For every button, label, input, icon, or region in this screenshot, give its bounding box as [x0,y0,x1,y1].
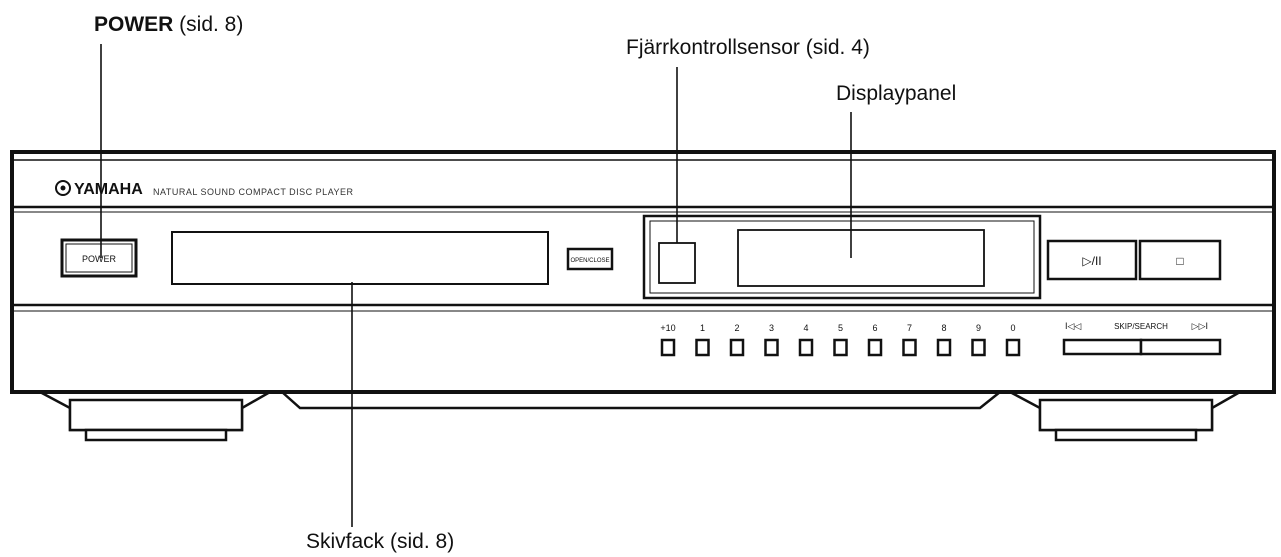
number-key-label: 3 [769,323,774,333]
power-button[interactable]: POWER [60,238,138,278]
skip-forward-button[interactable] [1139,338,1222,356]
callout-leader-lines [100,44,852,527]
number-key-label: 1 [700,323,705,333]
number-key-label: 6 [872,323,877,333]
number-key-label: 2 [734,323,739,333]
left-foot [39,390,271,442]
power-callout-ref: (sid. 8) [173,13,244,36]
right-foot [1009,390,1241,442]
number-key-button[interactable] [729,338,745,357]
number-key-button[interactable] [936,338,952,357]
number-key-button[interactable] [798,338,814,357]
remote-sensor-callout: Fjärrkontrollsensor (sid. 4) [626,36,870,59]
yamaha-logo-emblem [55,180,71,196]
open-close-button[interactable]: OPEN/CLOSE [566,247,614,271]
number-key-group: +10 1 2 3 4 5 6 7 8 9 0 [660,323,1021,357]
power-callout: POWER (sid. 8) [94,14,243,35]
number-key-label: 4 [803,323,808,333]
number-key-button[interactable] [971,338,986,357]
number-key-label: 0 [1010,323,1015,333]
disc-tray-callout: Skivfack (sid. 8) [306,530,455,553]
power-button-label: POWER [82,254,117,264]
number-key-label: 8 [941,323,946,333]
number-key-label: +10 [660,323,675,333]
number-key-button[interactable] [1005,338,1021,357]
number-key-button[interactable] [660,338,676,357]
number-key-button[interactable] [902,338,917,357]
play-pause-button[interactable]: ▷/II [1046,239,1138,281]
stop-button[interactable]: □ [1138,239,1222,281]
skip-search-label: SKIP/SEARCH [1114,322,1168,331]
number-key-label: 9 [976,323,981,333]
play-pause-label: ▷/II [1082,254,1101,268]
open-close-label: OPEN/CLOSE [570,258,609,264]
disc-tray[interactable] [171,231,549,285]
skip-back-icon: I◁◁ [1065,321,1081,331]
skip-back-button[interactable] [1062,338,1143,356]
stop-label: □ [1176,254,1183,268]
number-key-label: 7 [907,323,912,333]
number-key-button[interactable] [695,338,710,357]
skip-forward-icon: ▷▷I [1192,321,1208,331]
brand-label: YAMAHA [74,181,143,198]
number-key-button[interactable] [833,338,848,357]
number-key-label: 5 [838,323,843,333]
base-plinth [281,391,1001,410]
number-key-button[interactable] [867,338,883,357]
remote-sensor [658,242,696,284]
tagline-label: NATURAL SOUND COMPACT DISC PLAYER [153,187,354,197]
number-key-button[interactable] [764,338,779,357]
power-callout-bold: POWER [94,13,174,36]
display-panel-callout: Displaypanel [836,82,957,105]
display-panel [737,229,985,287]
